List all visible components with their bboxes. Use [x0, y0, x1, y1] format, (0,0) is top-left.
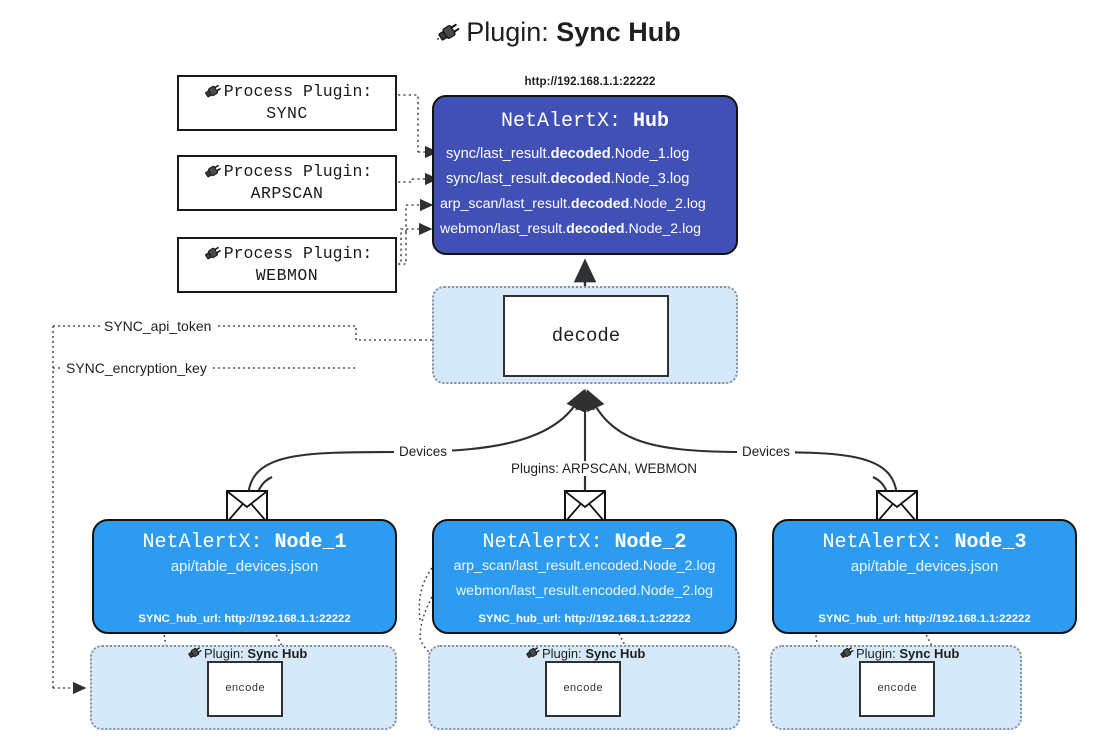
plug-icon — [202, 82, 224, 104]
process-plugin-value: ARPSCAN — [250, 183, 324, 203]
hub-app: NetAlertX: — [500, 110, 621, 133]
plug-icon — [436, 19, 462, 51]
node-3[interactable]: NetAlertX: Node_3 api/table_devices.json… — [772, 519, 1077, 634]
process-plugin-value: SYNC — [266, 103, 308, 123]
node-footer: SYNC_hub_url: http://192.168.1.1:22222 — [818, 613, 1031, 625]
decode-box[interactable]: decode — [503, 295, 669, 377]
hub-url-label: http://192.168.1.1:22222 — [524, 76, 656, 88]
process-plugin-webmon[interactable]: Process Plugin: WEBMON — [177, 237, 397, 293]
hub-node[interactable]: NetAlertX: Hub sync/last_result.decoded.… — [432, 95, 738, 255]
process-plugin-label: Process Plugin: — [223, 244, 373, 264]
encode-box-1[interactable]: encode — [207, 661, 283, 717]
hub-log-list: sync/last_result.decoded.Node_1.log sync… — [434, 142, 736, 242]
encode-box-3[interactable]: encode — [859, 661, 935, 717]
hub-log-line: arp_scan/last_result.decoded.Node_2.log — [440, 196, 706, 212]
edge-label-plugins: Plugins: ARPSCAN, WEBMON — [506, 461, 703, 476]
process-plugin-label: Process Plugin: — [223, 82, 373, 102]
node-title: NetAlertX: Node_3 — [822, 531, 1027, 554]
edge-label-devices-right: Devices — [737, 444, 796, 459]
hub-log-line: sync/last_result.decoded.Node_1.log — [446, 146, 690, 162]
encode-group-prefix: Plugin: — [204, 645, 244, 661]
edge-label-devices-left: Devices — [394, 444, 453, 459]
plug-icon — [202, 244, 224, 266]
node-line: api/table_devices.json — [850, 558, 999, 575]
encode-group-label-1: Plugin: Sync Hub — [186, 645, 307, 661]
env-label-encryption-key: SYNC_encryption_key — [62, 360, 211, 376]
hub-log-line: webmon/last_result.decoded.Node_2.log — [440, 221, 702, 237]
encode-group-prefix: Plugin: — [856, 645, 896, 661]
title-name: Sync Hub — [556, 17, 681, 47]
envelope-icon — [226, 490, 268, 523]
encode-group-name: Sync Hub — [899, 645, 960, 661]
process-plugin-value: WEBMON — [255, 265, 319, 285]
plug-icon — [838, 645, 856, 661]
node-title: NetAlertX: Node_1 — [142, 531, 347, 554]
hub-name: Hub — [633, 110, 670, 133]
node-line: arp_scan/last_result.encoded.Node_2.log — [453, 558, 716, 574]
page-title: Plugin: Sync Hub — [0, 16, 1117, 51]
hub-log-line: sync/last_result.decoded.Node_3.log — [446, 171, 690, 187]
encode-box-2[interactable]: encode — [545, 661, 621, 717]
hub-title: NetAlertX: Hub — [434, 110, 736, 133]
env-label-api-token: SYNC_api_token — [100, 318, 216, 334]
plug-icon — [202, 162, 224, 184]
process-plugin-sync[interactable]: Process Plugin: SYNC — [177, 75, 397, 131]
process-plugin-arpscan[interactable]: Process Plugin: ARPSCAN — [177, 155, 397, 211]
node-1[interactable]: NetAlertX: Node_1 api/table_devices.json… — [92, 519, 397, 634]
title-prefix: Plugin: — [466, 17, 549, 47]
plug-icon — [186, 645, 204, 661]
encode-group-name: Sync Hub — [247, 645, 308, 661]
node-title: NetAlertX: Node_2 — [482, 531, 687, 554]
node-line: api/table_devices.json — [170, 558, 319, 575]
encode-group-label-2: Plugin: Sync Hub — [524, 645, 645, 661]
encode-group-prefix: Plugin: — [542, 645, 582, 661]
process-plugin-label: Process Plugin: — [223, 162, 373, 182]
encode-group-name: Sync Hub — [585, 645, 646, 661]
node-line: webmon/last_result.encoded.Node_2.log — [455, 583, 714, 599]
node-footer: SYNC_hub_url: http://192.168.1.1:22222 — [478, 613, 691, 625]
node-2[interactable]: NetAlertX: Node_2 arp_scan/last_result.e… — [432, 519, 737, 634]
encode-group-label-3: Plugin: Sync Hub — [838, 645, 959, 661]
node-footer: SYNC_hub_url: http://192.168.1.1:22222 — [138, 613, 351, 625]
plug-icon — [524, 645, 542, 661]
